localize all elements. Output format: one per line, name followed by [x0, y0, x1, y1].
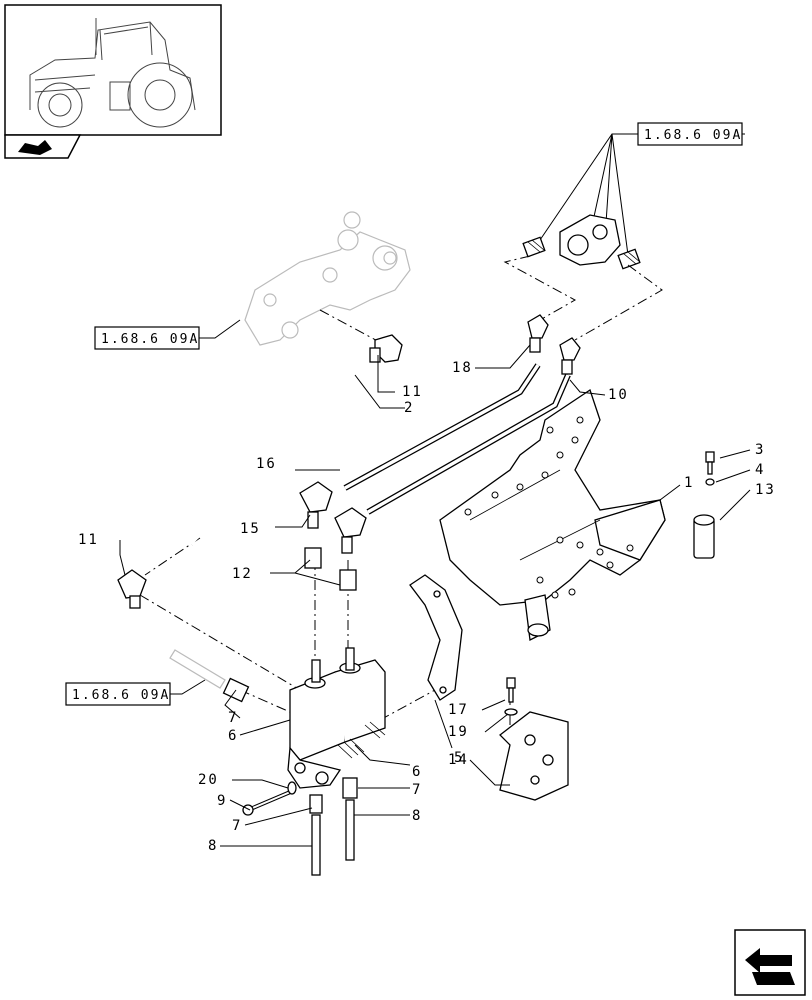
- fittings: [117, 314, 581, 816]
- label-16: 16: [256, 456, 277, 472]
- label-10: 10: [608, 387, 629, 403]
- label-7c: 7: [232, 818, 242, 834]
- label-18: 18: [452, 360, 473, 376]
- label-20: 20: [198, 772, 219, 788]
- next-page-arrow-icon[interactable]: [734, 929, 806, 996]
- spacer-13: [693, 514, 715, 559]
- label-19: 19: [448, 724, 469, 740]
- label-17: 17: [448, 702, 469, 718]
- leader-lines: [119, 344, 751, 847]
- bracket-14: [499, 711, 569, 801]
- bolt-3: [705, 451, 715, 486]
- reference-leaders: [170, 133, 745, 695]
- svg-text:1.68.6 09A: 1.68.6 09A: [72, 688, 170, 703]
- label-1: 1: [684, 475, 694, 491]
- label-11a: 11: [402, 384, 423, 400]
- label-11b: 11: [78, 532, 99, 548]
- label-13: 13: [755, 482, 776, 498]
- label-7b: 7: [412, 782, 422, 798]
- label-8b: 8: [208, 838, 218, 854]
- connection-lines: [139, 255, 663, 725]
- label-14: 14: [448, 752, 469, 768]
- ghost-pipe-stub: [169, 649, 226, 689]
- reference-box-left-upper[interactable]: 1.68.6 09A: [94, 326, 200, 350]
- label-2: 2: [404, 400, 414, 416]
- svg-text:1.68.6 09A: 1.68.6 09A: [101, 332, 199, 347]
- label-15: 15: [240, 521, 261, 537]
- label-5: 5: [454, 750, 464, 766]
- bolt-17: [504, 677, 518, 716]
- reference-box-left-lower[interactable]: 1.68.6 09A: [65, 682, 171, 706]
- svg-text:1.68.6 09A: 1.68.6 09A: [644, 128, 742, 143]
- label-6b: 6: [412, 764, 422, 780]
- label-12: 12: [232, 566, 253, 582]
- reference-box-top-right[interactable]: 1.68.6 09A: [637, 122, 743, 146]
- label-9: 9: [217, 793, 227, 809]
- label-4: 4: [755, 462, 765, 478]
- pipes: [190, 360, 571, 876]
- ghost-brake-valve: [244, 211, 411, 346]
- mounting-bracket: [439, 388, 666, 641]
- support-plate: [409, 574, 463, 701]
- part-labels: 1 2 3 4 5 6 6 7 7 7 8 8 9 10 11 11 12 13…: [78, 360, 776, 854]
- view-direction-icon[interactable]: [4, 134, 82, 159]
- top-right-valve: [522, 214, 641, 270]
- label-6a: 6: [228, 728, 238, 744]
- label-8a: 8: [412, 808, 422, 824]
- label-7a: 7: [228, 710, 238, 726]
- label-3: 3: [755, 442, 765, 458]
- tractor-thumbnail[interactable]: [4, 4, 222, 136]
- solenoid-valve-assembly: [287, 647, 386, 789]
